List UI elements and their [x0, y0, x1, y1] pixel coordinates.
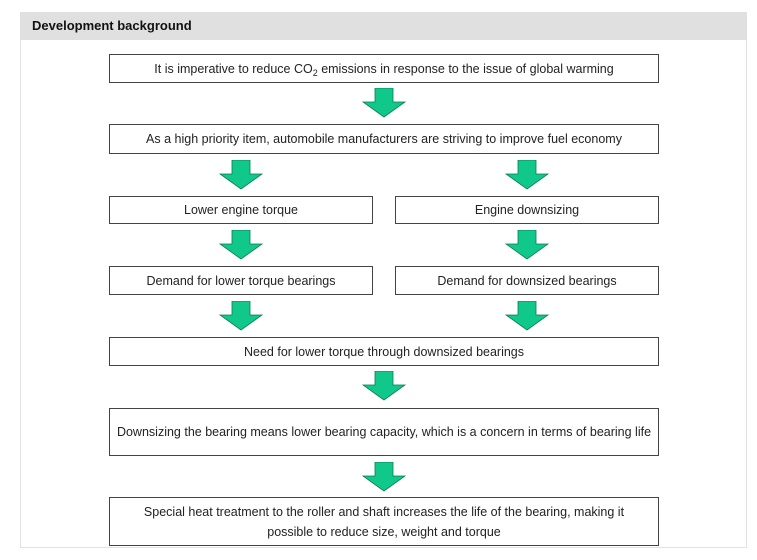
down-arrow-right-2 [505, 230, 549, 260]
down-arrow-right-1 [505, 160, 549, 190]
down-arrow-3 [362, 462, 406, 492]
down-arrow-left-2 [219, 230, 263, 260]
down-arrow-left-1 [219, 160, 263, 190]
box-global-warming: It is imperative to reduce CO2 emissions… [109, 54, 659, 83]
box-capacity-concern: Downsizing the bearing means lower beari… [109, 408, 659, 456]
box-lower-engine-torque: Lower engine torque [109, 196, 373, 224]
box-engine-downsizing: Engine downsizing [395, 196, 659, 224]
down-arrow-2 [362, 371, 406, 401]
box-need-lower-torque: Need for lower torque through downsized … [109, 337, 659, 366]
panel-header: Development background [20, 12, 747, 40]
box-demand-downsized: Demand for downsized bearings [395, 266, 659, 295]
box-heat-treatment: Special heat treatment to the roller and… [109, 497, 659, 546]
panel-title: Development background [32, 18, 192, 33]
box-fuel-economy: As a high priority item, automobile manu… [109, 124, 659, 154]
box-demand-lower-torque: Demand for lower torque bearings [109, 266, 373, 295]
down-arrow-right-3 [505, 301, 549, 331]
box-global-warming-text: It is imperative to reduce CO2 emissions… [154, 61, 614, 78]
down-arrow-1 [362, 88, 406, 118]
down-arrow-left-3 [219, 301, 263, 331]
